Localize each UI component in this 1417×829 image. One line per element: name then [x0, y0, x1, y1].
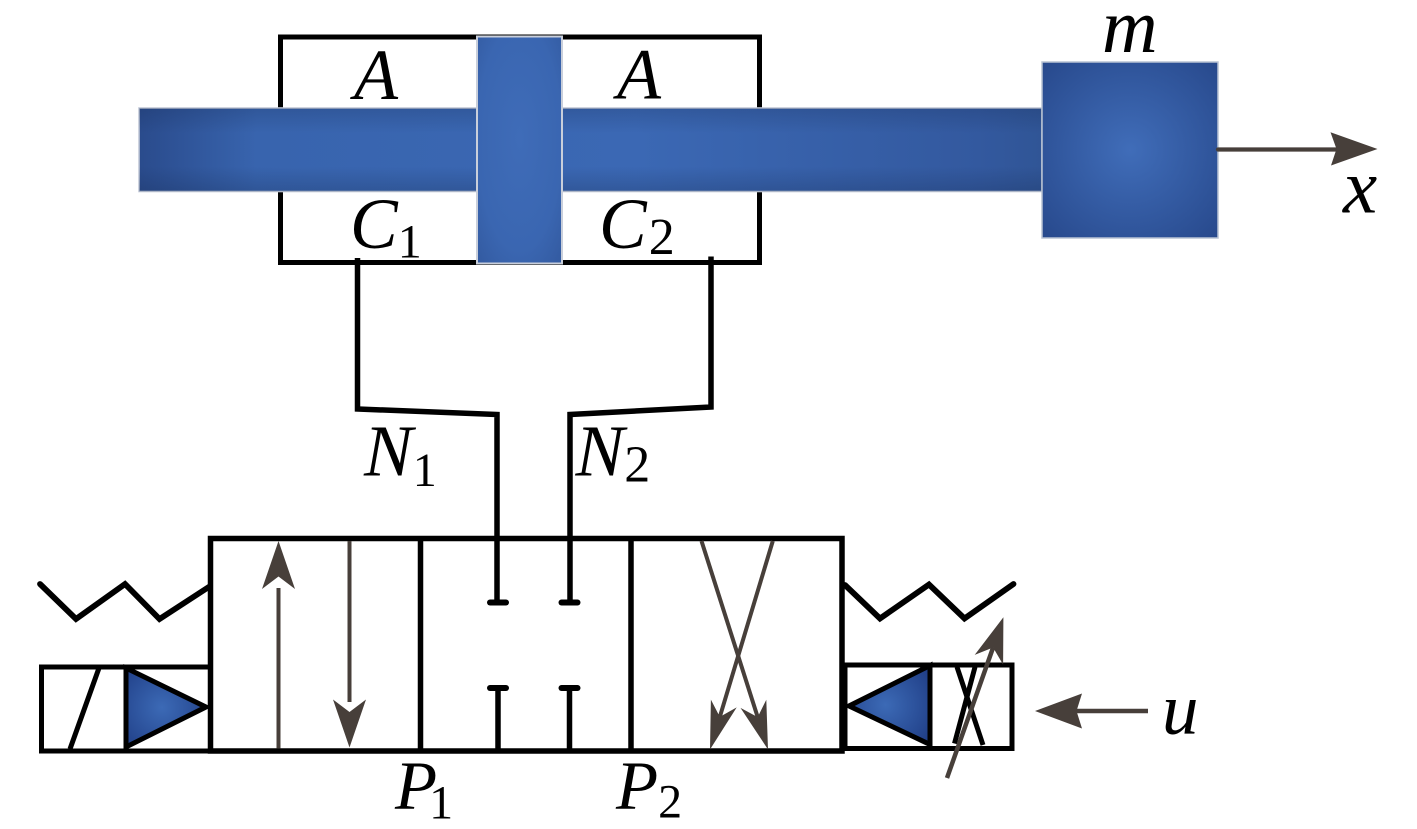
svg-text:N2: N2: [575, 411, 651, 494]
svg-text:A: A: [613, 35, 662, 115]
svg-text:m: m: [1102, 0, 1158, 69]
svg-text:x: x: [1342, 144, 1377, 230]
svg-text:u: u: [1162, 669, 1199, 750]
svg-text:A: A: [350, 35, 399, 115]
